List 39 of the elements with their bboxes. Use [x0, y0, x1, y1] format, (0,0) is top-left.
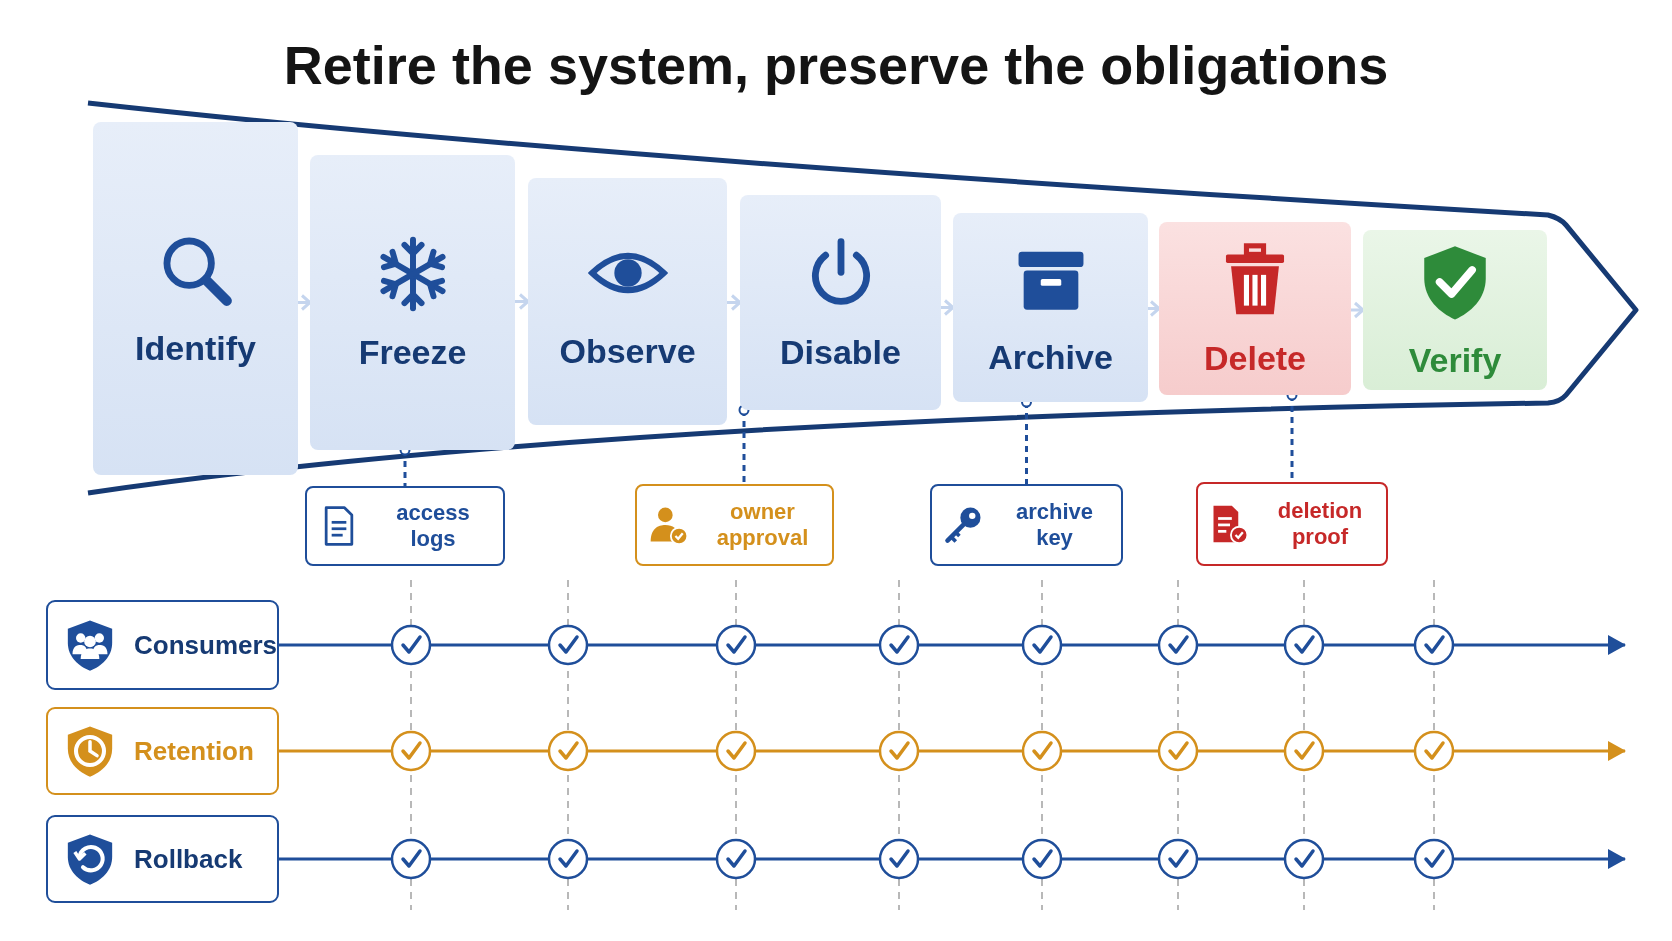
- stage-label: Archive: [988, 338, 1113, 377]
- lane-label-box: [46, 600, 279, 690]
- stage-label: Identify: [135, 329, 256, 368]
- arrow: [279, 741, 1626, 761]
- artifact-label: archive key: [1014, 498, 1095, 552]
- artifact-label: deletion proof: [1276, 497, 1364, 551]
- artifact-box: [930, 484, 1123, 566]
- stage-panel: [93, 122, 298, 475]
- arrow: [279, 635, 1626, 655]
- stage-panel: [1159, 222, 1351, 395]
- chevron-arrow: [727, 294, 742, 311]
- artifact-label: access logs: [395, 499, 471, 553]
- stage-panel: [953, 213, 1148, 402]
- leader-line: [738, 404, 750, 484]
- chevron-arrow: [515, 293, 530, 310]
- lane-label: Consumers: [134, 629, 278, 661]
- lane-label: Retention: [134, 735, 254, 767]
- diagram-title: Retire the system, preserve the obligations: [282, 34, 1390, 96]
- chevron-arrow: [941, 299, 955, 316]
- arrow: [279, 849, 1626, 869]
- stage-label: Freeze: [358, 333, 467, 372]
- stage-label: Observe: [559, 332, 696, 371]
- stage-label: Disable: [780, 333, 901, 372]
- artifact-label: owner approval: [715, 498, 810, 552]
- stage-panel: [1363, 230, 1547, 390]
- stage-panel: [310, 155, 515, 450]
- chevron-arrow: [298, 294, 312, 311]
- lane-label-box: [46, 707, 279, 795]
- artifact-box: [305, 486, 505, 566]
- stage-label: Verify: [1408, 340, 1502, 380]
- artifact-box: [1196, 482, 1388, 566]
- lane-label: Rollback: [134, 843, 243, 875]
- chevron-arrow: [1351, 301, 1365, 319]
- lane-label-box: [46, 815, 279, 903]
- artifact-box: [635, 484, 834, 566]
- chevron-arrow: [1148, 300, 1161, 317]
- stage-label: Delete: [1203, 339, 1307, 378]
- stage-panel: [528, 178, 727, 425]
- stage-panel: [740, 195, 941, 410]
